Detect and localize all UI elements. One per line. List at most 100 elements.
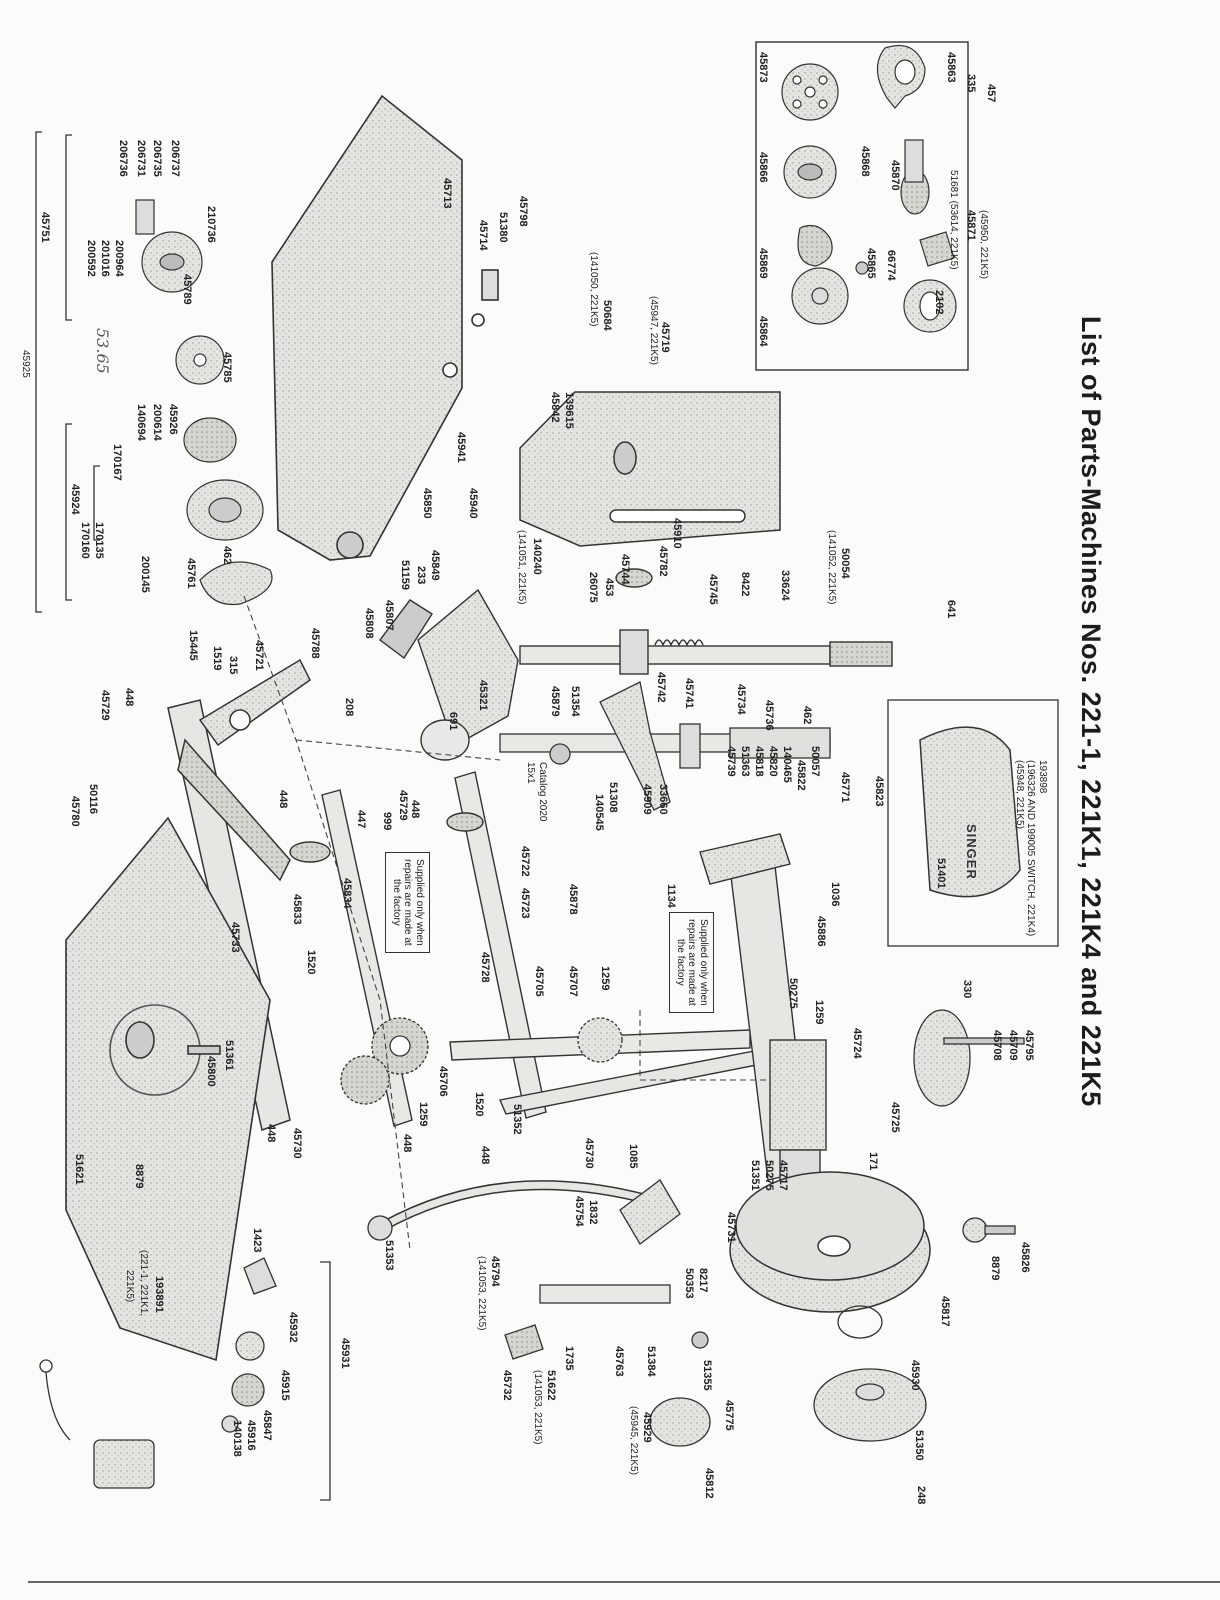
part-label: 221K5) (124, 1270, 135, 1303)
part-label: 33660 (657, 784, 669, 815)
part-label: 51352 (511, 1104, 523, 1135)
part-label: 45820 (767, 746, 779, 777)
part-label: 45741 (683, 678, 695, 709)
part-label: 45733 (229, 922, 241, 953)
part-label: 1832 (587, 1200, 599, 1225)
part-label: 170160 (79, 522, 91, 559)
part-label: 1735 (563, 1346, 575, 1371)
part-label: 45940 (467, 488, 479, 519)
part-label: 45719 (659, 322, 671, 353)
part-label: 45800 (205, 1056, 217, 1087)
part-label: 448 (265, 1124, 277, 1143)
part-label: 1259 (417, 1102, 429, 1127)
part-label: 8422 (739, 572, 751, 597)
part-label: 50054 (839, 548, 851, 579)
part-label: 45721 (253, 640, 265, 671)
factory-note-1: Supplied only when repairs are made at t… (385, 852, 430, 953)
part-label: 45782 (657, 546, 669, 577)
part-label: 45789 (181, 274, 193, 305)
motor-cover (887, 699, 1059, 947)
part-label: 45812 (703, 1468, 715, 1499)
part-label: 45868 (859, 146, 871, 177)
part-label: 208 (343, 698, 355, 717)
part-label: 45915 (279, 1370, 291, 1401)
hand-wheel-table (913, 1009, 1025, 1243)
guide-lines (243, 595, 770, 1251)
part-label: 140240 (531, 538, 543, 575)
part-label: 200614 (151, 404, 163, 441)
part-label: 140545 (593, 794, 605, 831)
part-label: 51159 (399, 560, 411, 590)
part-label: 1259 (599, 966, 611, 991)
part-label: 462 (221, 546, 233, 565)
part-label: 1036 (829, 882, 841, 907)
catalog-note: Catalog 2020 15x1 (525, 762, 549, 822)
face-plate (519, 391, 781, 547)
part-label: 45807 (383, 600, 395, 631)
part-label: 51351 (749, 1160, 761, 1191)
part-label: 45714 (477, 220, 489, 251)
part-label: 140694 (135, 404, 147, 441)
part-label: 200592 (85, 240, 97, 277)
part-label: 170135 (93, 522, 105, 559)
part-label: 51622 (545, 1370, 557, 1401)
part-label: 51308 (607, 782, 619, 813)
part-label: 45931 (339, 1338, 351, 1369)
part-label: 45730 (583, 1138, 595, 1169)
vertical-column (699, 833, 827, 1201)
part-label: 45794 (489, 1256, 501, 1287)
part-label: 45869 (757, 248, 769, 279)
part-label: 45873 (757, 52, 769, 83)
gears (340, 1017, 623, 1105)
part-label: (141050, 221K5) (588, 252, 599, 327)
part-label: 45707 (567, 966, 579, 997)
part-label: 51681 (53614, 221K5) (948, 170, 959, 270)
part-label: 45729 (99, 690, 111, 721)
base-disc (729, 1171, 931, 1313)
part-label: 45798 (517, 196, 529, 227)
part-label: 999 (381, 812, 393, 831)
part-label: 448 (479, 1146, 491, 1165)
part-label: 51355 (701, 1360, 713, 1391)
part-label: 45761 (185, 558, 197, 589)
part-label: 45708 (991, 1030, 1003, 1061)
singer-brand-text: SINGER (964, 824, 979, 880)
part-label: (45947, 221K5) (648, 296, 659, 365)
part-label: (141053, 221K5) (476, 1256, 487, 1331)
part-label: 51353 (383, 1240, 395, 1271)
part-label: 45725 (889, 1102, 901, 1133)
part-label: 200145 (139, 556, 151, 593)
part-label: 45724 (851, 1028, 863, 1059)
part-label: 200964 (113, 240, 125, 277)
part-label: 462 (801, 706, 813, 725)
part-label: 453 (603, 578, 615, 597)
part-label: 139615 (563, 392, 575, 429)
part-label: 45780 (69, 796, 81, 827)
part-label: 45930 (909, 1360, 921, 1391)
part-label: 448 (277, 790, 289, 809)
part-label: 1520 (473, 1092, 485, 1117)
part-label: 8879 (133, 1164, 145, 1189)
part-label: 45739 (725, 746, 737, 777)
part-label: 1519 (211, 646, 223, 671)
part-label: 45788 (309, 628, 321, 659)
part-label: 248 (915, 1486, 927, 1505)
part-label: (221-1, 221K1, (138, 1250, 149, 1317)
factory-note-2: Supplied only when repairs are made at t… (669, 912, 714, 1013)
part-label: 335 (965, 74, 977, 93)
part-label: 45751 (39, 212, 51, 243)
part-label: 45728 (479, 952, 491, 983)
part-label: 50353 (683, 1268, 695, 1299)
part-label: 50275 (787, 978, 799, 1009)
part-label: 45730 (291, 1128, 303, 1159)
part-label: 447 (355, 810, 367, 829)
part-label: 45321 (477, 680, 489, 711)
part-label: 45833 (291, 894, 303, 925)
part-label: 210736 (205, 206, 217, 243)
part-label: 2102 (933, 290, 945, 315)
part-label: 1423 (251, 1228, 263, 1253)
part-label: 448 (123, 688, 135, 707)
part-label: 45916 (245, 1420, 257, 1451)
